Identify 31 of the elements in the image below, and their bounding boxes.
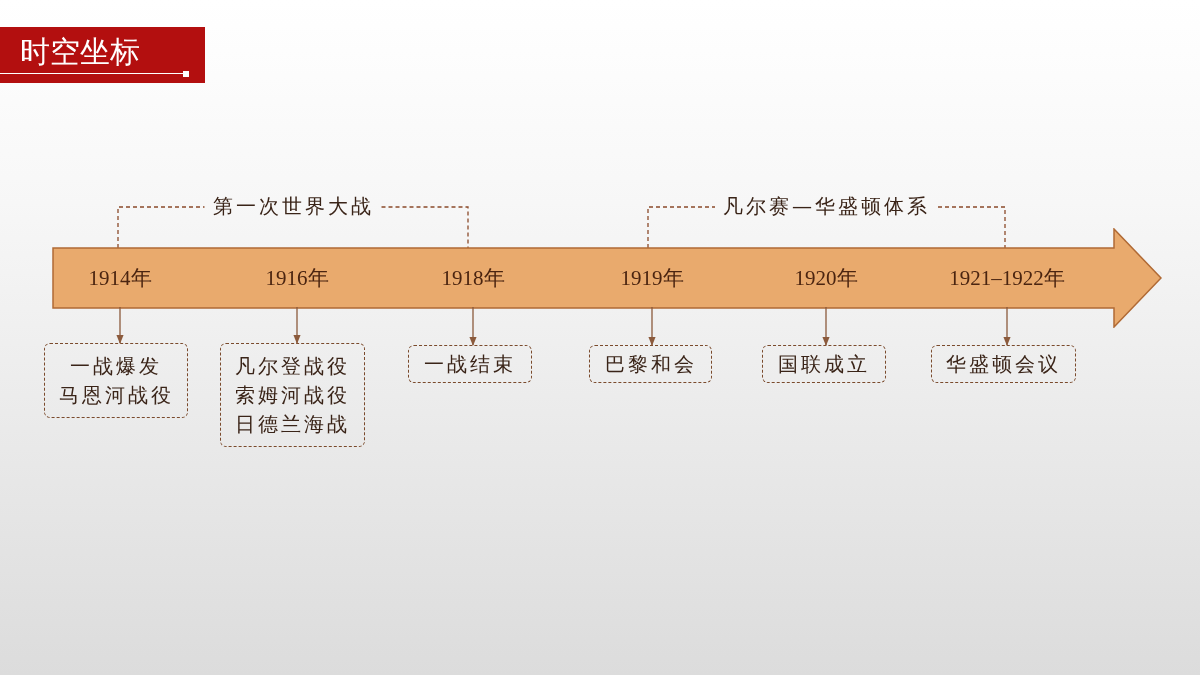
event-text: 国联成立 — [778, 350, 870, 378]
event-text: 一战爆发 — [70, 352, 162, 380]
year-label: 1920年 — [776, 248, 876, 307]
year-label: 1919年 — [602, 248, 702, 307]
arrow — [293, 306, 301, 344]
event-box — [762, 345, 886, 383]
arrow — [1003, 306, 1011, 346]
year-label: 1918年 — [423, 248, 523, 307]
event-text: 马恩河战役 — [58, 381, 174, 409]
arrow — [469, 306, 477, 346]
timeline-arrow — [52, 228, 1162, 328]
title: 时空坐标 — [20, 33, 140, 71]
event-text: 巴黎和会 — [604, 350, 697, 378]
year-label: 1914年 — [70, 248, 170, 307]
event-text: 索姆河战役 — [235, 381, 350, 409]
event-text: 一战结束 — [424, 350, 516, 378]
event-box — [589, 345, 712, 383]
event-box — [408, 345, 532, 383]
event-text: 华盛顿会议 — [946, 350, 1061, 378]
period-label: 第一次世界大战 — [212, 193, 374, 220]
event-box — [44, 343, 188, 418]
event-box — [220, 343, 365, 447]
event-text: 凡尔登战役 — [235, 352, 350, 380]
arrow — [116, 306, 124, 344]
event-text: 日德兰海战 — [235, 410, 350, 438]
period-label: 凡尔赛—华盛顿体系 — [723, 193, 930, 220]
event-box — [931, 345, 1076, 383]
year-label: 1916年 — [247, 248, 347, 307]
arrow — [648, 306, 656, 346]
year-label: 1921–1922年 — [937, 248, 1077, 307]
arrow — [822, 306, 830, 346]
